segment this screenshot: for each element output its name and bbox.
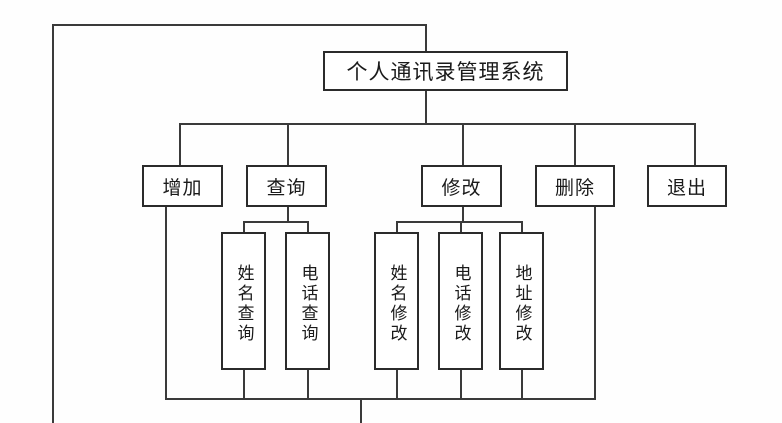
connector-outer-top bbox=[52, 24, 427, 26]
node-modify-phone-label: 电话修改 bbox=[450, 264, 471, 344]
node-modify-address[interactable]: 地址修改 bbox=[499, 232, 544, 370]
connector-drop-modify bbox=[462, 123, 464, 165]
node-modify-address-label: 地址修改 bbox=[511, 264, 532, 344]
node-modify-label: 修改 bbox=[441, 176, 482, 199]
connector-return-query-name bbox=[243, 370, 245, 400]
node-query-by-name[interactable]: 姓名查询 bbox=[221, 232, 266, 370]
connector-query-drop-phone bbox=[307, 221, 309, 233]
connector-drop-query bbox=[287, 123, 289, 165]
connector-return-modify-phone bbox=[460, 370, 462, 400]
node-query[interactable]: 查询 bbox=[246, 165, 327, 207]
connector-return-modify-address bbox=[521, 370, 523, 400]
node-modify-name-label: 姓名修改 bbox=[386, 264, 407, 344]
connector-drop-delete bbox=[574, 123, 576, 165]
node-modify-name[interactable]: 姓名修改 bbox=[374, 232, 419, 370]
connector-outer-left bbox=[52, 24, 54, 423]
connector-modify-drop-address bbox=[521, 221, 523, 233]
node-delete[interactable]: 删除 bbox=[535, 165, 615, 207]
connector-modify-stem bbox=[462, 207, 464, 223]
connector-modify-bus bbox=[396, 221, 523, 223]
connector-bottom-stem bbox=[360, 398, 362, 423]
connector-query-bus bbox=[243, 221, 309, 223]
node-modify[interactable]: 修改 bbox=[421, 165, 502, 207]
connector-return-modify-name bbox=[396, 370, 398, 400]
connector-drop-add bbox=[179, 123, 181, 165]
connector-modify-drop-phone bbox=[460, 221, 462, 233]
connector-outer-to-root bbox=[425, 24, 427, 52]
connector-drop-exit bbox=[694, 123, 696, 165]
node-add[interactable]: 增加 bbox=[142, 165, 223, 207]
node-exit[interactable]: 退出 bbox=[647, 165, 727, 207]
connector-return-query-phone bbox=[307, 370, 309, 400]
node-root[interactable]: 个人通讯录管理系统 bbox=[323, 51, 568, 91]
connector-query-stem bbox=[287, 207, 289, 223]
node-query-label: 查询 bbox=[266, 176, 307, 199]
connector-level2-bus bbox=[179, 123, 695, 125]
connector-root-stem bbox=[425, 91, 427, 124]
node-add-label: 增加 bbox=[162, 176, 203, 199]
node-query-by-name-label: 姓名查询 bbox=[233, 264, 254, 344]
connector-return-add bbox=[165, 207, 167, 400]
connector-bottom-bus bbox=[165, 398, 596, 400]
node-exit-label: 退出 bbox=[666, 176, 707, 199]
node-query-by-phone[interactable]: 电话查询 bbox=[285, 232, 330, 370]
node-delete-label: 删除 bbox=[554, 176, 595, 199]
node-query-by-phone-label: 电话查询 bbox=[297, 264, 318, 344]
node-root-label: 个人通讯录管理系统 bbox=[346, 60, 545, 84]
connector-query-drop-name bbox=[243, 221, 245, 233]
node-modify-phone[interactable]: 电话修改 bbox=[438, 232, 483, 370]
connector-modify-drop-name bbox=[396, 221, 398, 233]
connector-return-delete bbox=[594, 207, 596, 400]
